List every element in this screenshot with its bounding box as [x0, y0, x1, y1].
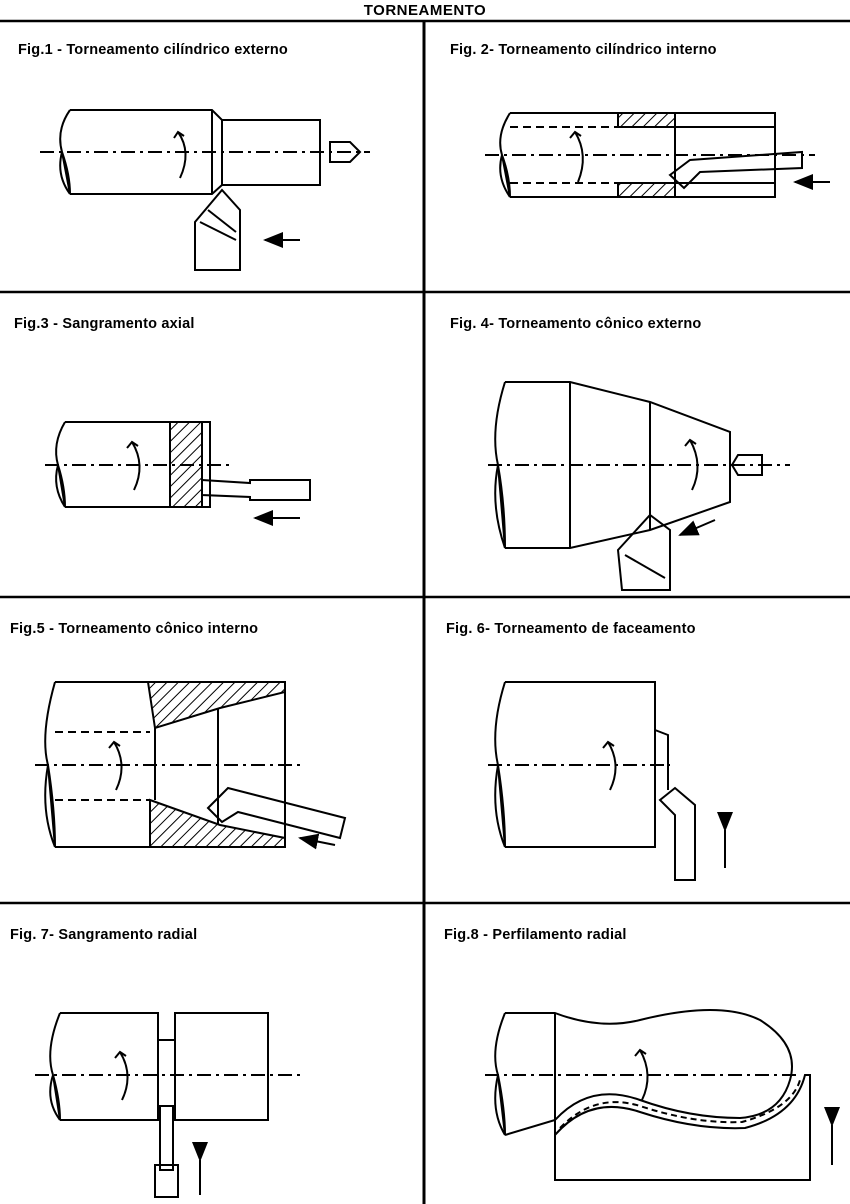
fig3-drawing [45, 421, 311, 526]
fig8-drawing [485, 1009, 840, 1181]
fig8-caption: Fig.8 - Perfilamento radial [444, 927, 627, 943]
fig2-caption: Fig. 2- Torneamento cilíndrico interno [450, 42, 717, 58]
fig4-caption: Fig. 4- Torneamento cônico externo [450, 316, 702, 332]
fig7-caption: Fig. 7- Sangramento radial [10, 927, 198, 943]
fig1-drawing [40, 109, 370, 271]
fig3-caption: Fig.3 - Sangramento axial [14, 316, 195, 332]
fig1-caption: Fig.1 - Torneamento cilíndrico externo [18, 42, 288, 58]
fig2-drawing [485, 112, 830, 198]
fig5-drawing [35, 681, 347, 850]
fig5-caption: Fig.5 - Torneamento cônico interno [10, 621, 259, 637]
page-title: TORNEAMENTO [363, 2, 487, 19]
fig6-drawing [488, 681, 733, 881]
fig4-drawing [488, 381, 790, 591]
fig7-drawing [35, 1012, 300, 1198]
fig6-caption: Fig. 6- Torneamento de faceamento [446, 621, 696, 637]
